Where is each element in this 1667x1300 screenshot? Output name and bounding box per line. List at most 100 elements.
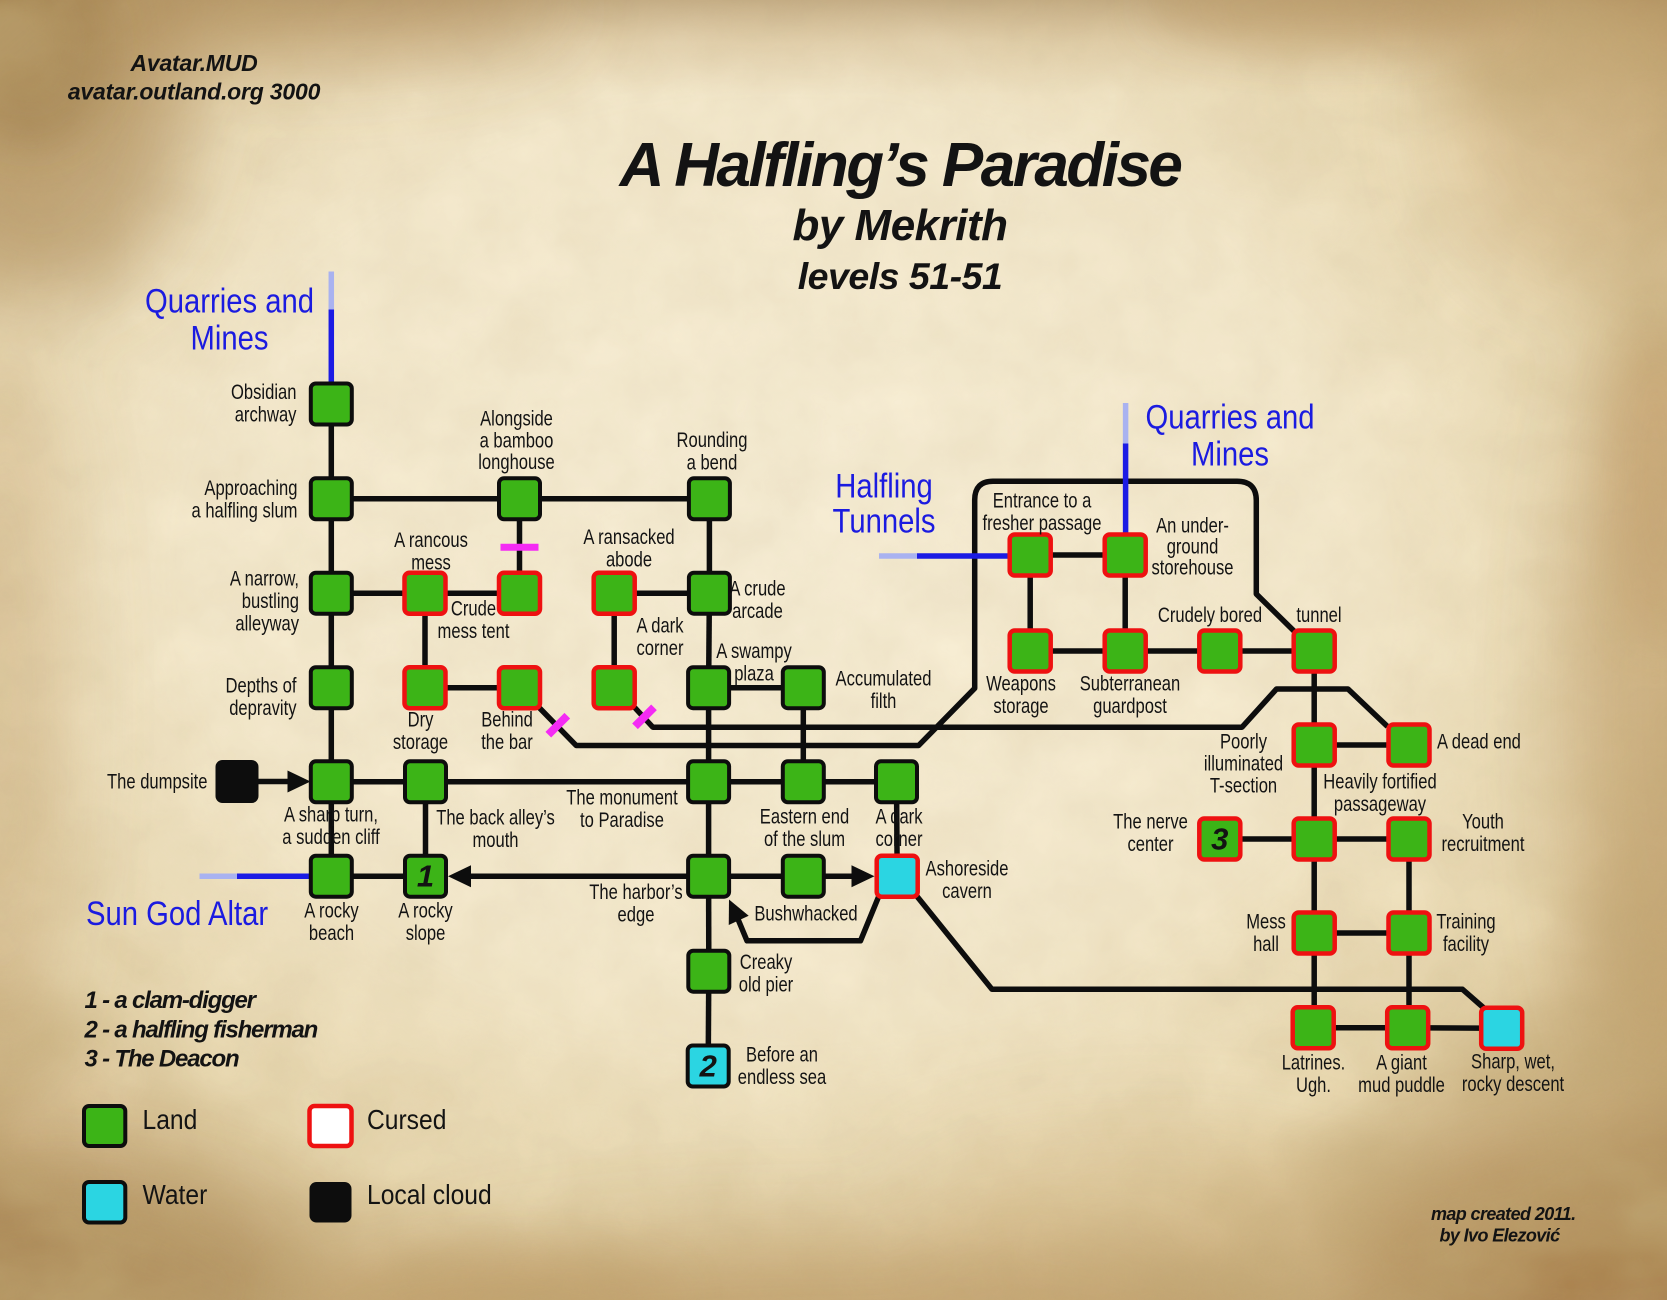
svg-text:The nerve: The nerve <box>1113 811 1188 834</box>
svg-text:the bar: the bar <box>481 731 533 754</box>
svg-text:a bend: a bend <box>687 452 738 475</box>
svg-text:longhouse: longhouse <box>478 451 555 474</box>
svg-text:Subterranean: Subterranean <box>1080 673 1181 696</box>
svg-text:1 - a clam-digger: 1 - a clam-digger <box>85 987 258 1014</box>
svg-text:to Paradise: to Paradise <box>580 809 664 832</box>
svg-text:Accumulated: Accumulated <box>836 668 932 691</box>
svg-text:rocky descent: rocky descent <box>1462 1073 1564 1096</box>
svg-text:a bamboo: a bamboo <box>480 429 554 452</box>
svg-text:The dumpsite: The dumpsite <box>107 771 208 794</box>
svg-text:A Halfling’s Paradise: A Halfling’s Paradise <box>618 131 1182 200</box>
svg-text:Tunnels: Tunnels <box>833 503 936 541</box>
svg-text:Before an: Before an <box>746 1044 818 1067</box>
svg-text:a halfling slum: a halfling slum <box>192 500 298 523</box>
svg-text:old pier: old pier <box>739 974 793 997</box>
svg-text:endless sea: endless sea <box>738 1066 827 1089</box>
svg-text:3: 3 <box>1211 822 1228 857</box>
svg-text:archway: archway <box>235 404 297 427</box>
svg-text:A rancous: A rancous <box>394 529 468 552</box>
svg-text:A narrow,: A narrow, <box>230 568 299 591</box>
svg-text:Halfling: Halfling <box>835 468 933 506</box>
svg-text:A giant: A giant <box>1376 1052 1427 1075</box>
svg-text:A rocky: A rocky <box>304 900 359 923</box>
svg-text:Mines: Mines <box>1191 436 1269 474</box>
svg-text:Dry: Dry <box>408 709 434 732</box>
svg-text:Ashoreside: Ashoreside <box>926 858 1009 881</box>
svg-text:2: 2 <box>699 1049 717 1084</box>
svg-text:Quarries and: Quarries and <box>1146 399 1315 437</box>
svg-text:Local cloud: Local cloud <box>367 1179 492 1210</box>
svg-text:storehouse: storehouse <box>1152 557 1234 580</box>
svg-text:Bushwhacked: Bushwhacked <box>754 903 857 926</box>
svg-text:bustling: bustling <box>242 590 299 613</box>
svg-text:Mess: Mess <box>1246 911 1286 934</box>
svg-text:Eastern end: Eastern end <box>760 806 849 829</box>
svg-text:map created 2011.: map created 2011. <box>1431 1204 1576 1224</box>
svg-text:A swampy: A swampy <box>716 640 792 663</box>
svg-text:facility: facility <box>1443 933 1489 956</box>
svg-text:Alongside: Alongside <box>480 408 553 431</box>
svg-text:alleyway: alleyway <box>235 613 299 636</box>
svg-text:An under-: An under- <box>1156 515 1229 538</box>
svg-text:cavern: cavern <box>942 880 992 903</box>
svg-text:The back alley’s: The back alley’s <box>436 807 555 830</box>
svg-text:mess tent: mess tent <box>438 620 510 643</box>
svg-text:Approaching: Approaching <box>204 477 297 500</box>
svg-text:Youth: Youth <box>1462 811 1504 834</box>
svg-text:Entrance to a: Entrance to a <box>993 490 1092 513</box>
svg-text:corner: corner <box>876 828 923 851</box>
svg-text:A sharp turn,: A sharp turn, <box>284 804 378 827</box>
svg-text:mess: mess <box>411 552 451 575</box>
svg-text:passageway: passageway <box>1334 793 1427 816</box>
svg-text:Obsidian: Obsidian <box>231 381 297 404</box>
svg-text:T-section: T-section <box>1210 775 1277 798</box>
svg-text:by Ivo Elezović: by Ivo Elezović <box>1439 1226 1560 1246</box>
svg-text:Behind: Behind <box>481 709 533 732</box>
svg-text:Crude: Crude <box>451 598 496 621</box>
svg-text:edge: edge <box>618 904 655 927</box>
svg-text:guardpost: guardpost <box>1093 695 1167 718</box>
svg-text:Creaky: Creaky <box>740 951 793 974</box>
svg-text:levels 51-51: levels 51-51 <box>798 255 1003 297</box>
svg-text:Depths of: Depths of <box>226 675 297 698</box>
svg-text:of the slum: of the slum <box>764 828 845 851</box>
svg-text:storage: storage <box>393 731 448 754</box>
svg-text:plaza: plaza <box>734 663 774 686</box>
svg-text:The harbor’s: The harbor’s <box>589 881 682 904</box>
svg-text:Heavily fortified: Heavily fortified <box>1323 771 1436 794</box>
svg-text:A crude: A crude <box>729 578 785 601</box>
svg-text:A dark: A dark <box>637 615 684 638</box>
svg-text:Cursed: Cursed <box>367 1104 446 1135</box>
svg-text:fresher passage: fresher passage <box>983 512 1102 535</box>
svg-text:Avatar.MUD: Avatar.MUD <box>129 50 257 76</box>
svg-text:2 - a halfling fisherman: 2 - a halfling fisherman <box>84 1016 318 1043</box>
svg-text:slope: slope <box>406 922 446 945</box>
svg-text:tunnel: tunnel <box>1296 604 1341 627</box>
svg-text:Crudely bored: Crudely bored <box>1158 604 1262 627</box>
svg-text:mouth: mouth <box>472 829 518 852</box>
svg-text:Weapons: Weapons <box>986 673 1056 696</box>
svg-text:The monument: The monument <box>566 787 678 810</box>
svg-text:A rocky: A rocky <box>398 900 453 923</box>
svg-text:corner: corner <box>637 637 684 660</box>
svg-text:Quarries and: Quarries and <box>145 283 314 321</box>
svg-text:3 - The Deacon: 3 - The Deacon <box>85 1046 239 1073</box>
svg-text:mud puddle: mud puddle <box>1358 1074 1445 1097</box>
svg-text:Mines: Mines <box>191 320 269 358</box>
svg-text:hall: hall <box>1253 933 1279 956</box>
svg-text:Poorly: Poorly <box>1220 731 1267 754</box>
svg-text:arcade: arcade <box>732 600 783 623</box>
svg-text:Sharp, wet,: Sharp, wet, <box>1471 1051 1555 1074</box>
svg-text:Sun God Altar: Sun God Altar <box>86 895 268 933</box>
svg-text:by Mekrith: by Mekrith <box>792 201 1007 250</box>
svg-text:Ugh.: Ugh. <box>1296 1074 1331 1097</box>
svg-text:Water: Water <box>143 1179 208 1210</box>
svg-text:beach: beach <box>309 922 354 945</box>
svg-text:illuminated: illuminated <box>1204 753 1283 776</box>
svg-text:Latrines.: Latrines. <box>1282 1052 1346 1075</box>
svg-text:A ransacked: A ransacked <box>583 526 674 549</box>
svg-text:avatar.outland.org 3000: avatar.outland.org 3000 <box>68 79 321 105</box>
svg-text:recruitment: recruitment <box>1442 833 1525 856</box>
svg-text:storage: storage <box>993 695 1048 718</box>
svg-text:A dark: A dark <box>876 806 923 829</box>
